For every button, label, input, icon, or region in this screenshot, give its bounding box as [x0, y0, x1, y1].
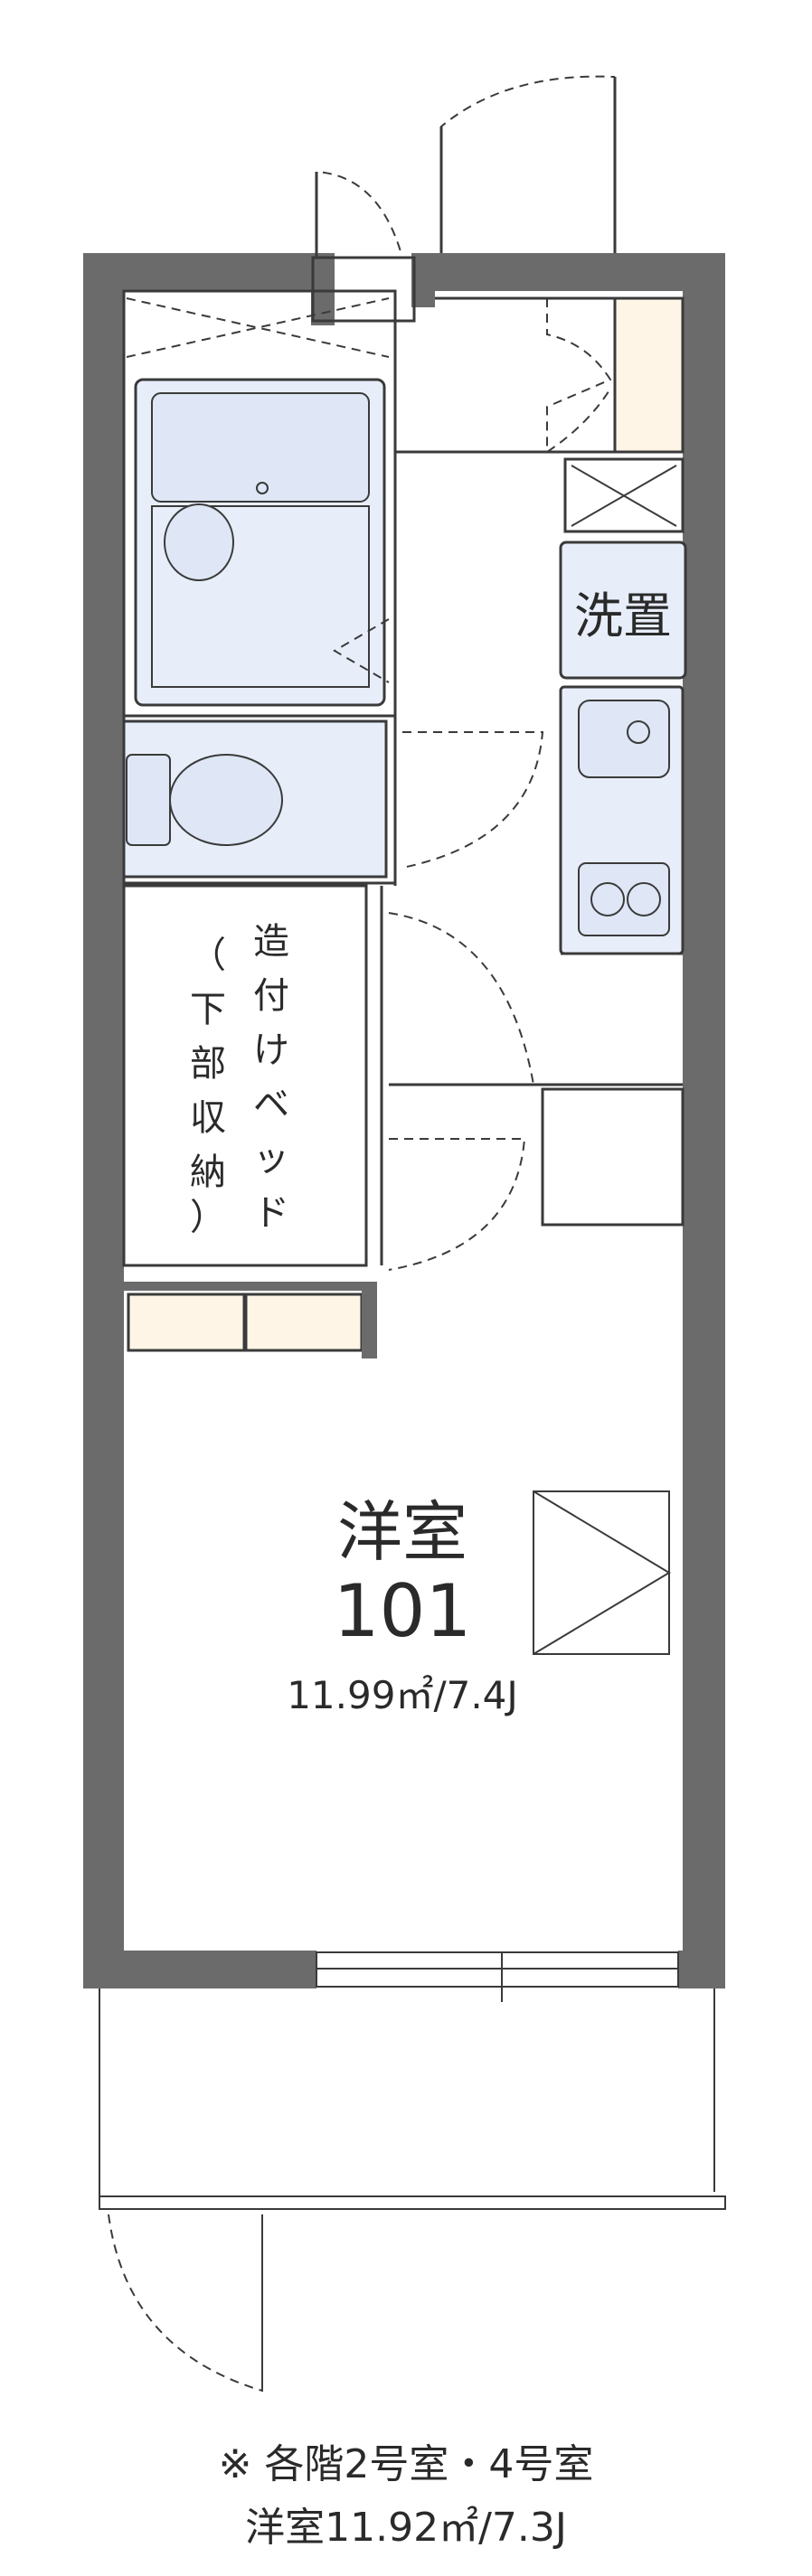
entry-closet	[396, 296, 685, 454]
kitchen	[559, 685, 685, 955]
unit-bath	[122, 289, 397, 718]
bed-text-6: ド	[253, 1192, 289, 1234]
entrance-doors	[311, 75, 624, 323]
room-closet	[124, 1282, 377, 1359]
room-area-label: 11.99㎡/7.4J	[287, 1673, 518, 1717]
main-room: 洋室 101 11.99㎡/7.4J	[287, 1490, 671, 1717]
bed-paren-4: 収	[190, 1097, 226, 1139]
toilet-room	[122, 714, 544, 885]
balcony	[99, 1988, 726, 2393]
footnote-line-2: 洋室11.92㎡/7.3J	[245, 2505, 567, 2551]
bed-text-3: け	[253, 1029, 289, 1071]
footnote-line-1: ※ 各階2号室・4号室	[218, 2441, 594, 2487]
bed-storage: 造 付 け ベ ッ ド （ 下 部 収 納 ）	[122, 884, 368, 1267]
bed-paren-5: 納	[190, 1152, 226, 1193]
washer-label: 洗置	[574, 588, 672, 644]
room-type-label: 洋室	[337, 1494, 467, 1570]
balcony-window	[316, 1951, 679, 2002]
bed-paren-2: 下	[190, 989, 226, 1030]
bed-text-2: 付	[253, 975, 289, 1017]
exterior-walls	[83, 253, 725, 1988]
bed-paren-6: ）	[190, 1197, 226, 1238]
bed-text-5: ッ	[253, 1138, 289, 1180]
bed-text-1: 造	[253, 921, 289, 963]
corridor	[380, 452, 683, 1271]
refrigerator-space	[541, 1087, 685, 1227]
bed-text-4: ベ	[253, 1084, 289, 1125]
room-number-label: 101	[334, 1569, 472, 1653]
bed-paren-3: 部	[190, 1043, 226, 1085]
washer-space: 洗置	[559, 457, 687, 680]
bed-paren-1: （	[190, 935, 226, 976]
